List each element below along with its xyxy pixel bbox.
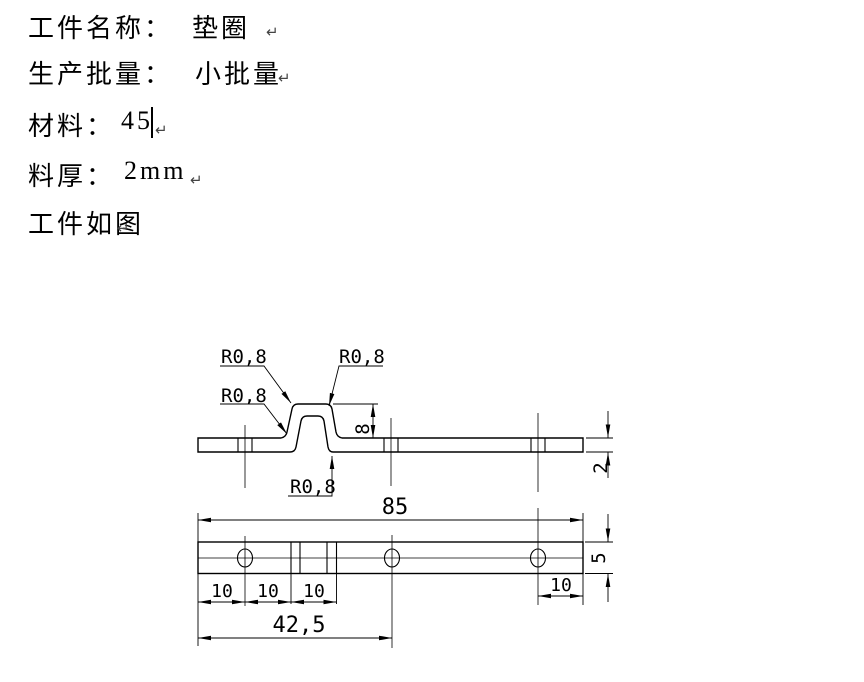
doc-line-1[interactable]: 工件名称： 垫圈 ↵ [28, 8, 279, 43]
paragraph-mark-icon: ↵ [117, 219, 130, 237]
radius-label: R0,8 [221, 346, 267, 368]
doc-line-label: 生产批量： [28, 60, 174, 89]
dim-hole-span: 42,5 [198, 613, 392, 641]
doc-line-label: 料厚： [28, 162, 116, 191]
paragraph-mark-icon: ↵ [278, 69, 291, 87]
radius-callouts: R0,8 R0,8 R0,8 R0,8 [220, 346, 385, 498]
doc-line-value: 2mm [124, 156, 187, 185]
section-view: 8 2 R0,8 R0,8 R0,8 R0,8 [197, 346, 613, 498]
dim-pitch-text: 10 [257, 581, 279, 602]
dim-hole-span-text: 42,5 [273, 613, 326, 638]
plan-boss-lines [290, 542, 338, 574]
dim-height-text: 8 [352, 423, 374, 434]
doc-line-label: 材料： [28, 112, 116, 141]
doc-line-4[interactable]: 料厚： 2mm↵ [28, 156, 203, 191]
plan-hole-centerlines [244, 508, 539, 648]
dim-right-offset-text: 10 [550, 575, 572, 596]
dim-length: 85 [198, 495, 583, 523]
dim-width: 5 [588, 514, 611, 602]
doc-line-value: 小批量 [195, 60, 283, 89]
dim-pitch-text: 10 [211, 581, 233, 602]
dim-thickness-text: 2 [590, 462, 612, 473]
dim-pitch-chain: 10 10 10 [198, 581, 337, 605]
dim-height: 8 [333, 403, 378, 438]
doc-line-3[interactable]: 材料：45↵ [28, 106, 168, 141]
doc-line-label: 工件名称： [28, 14, 174, 43]
dim-thickness: 2 [586, 411, 613, 478]
doc-line-2[interactable]: 生产批量： 小批量↵ [28, 54, 291, 89]
doc-line-5[interactable]: 工件如图↵ [28, 204, 145, 239]
doc-line-value: 45 [121, 106, 153, 135]
doc-line-label: 工件如图 [28, 210, 145, 239]
paragraph-mark-icon: ↵ [190, 171, 203, 189]
dim-right-offset: 10 [538, 575, 583, 599]
radius-label: R0,8 [221, 385, 267, 407]
dim-width-text: 5 [588, 552, 610, 563]
plan-view: 85 5 10 10 10 10 [197, 495, 613, 648]
paragraph-mark-icon: ↵ [266, 23, 279, 41]
dim-length-text: 85 [382, 495, 409, 520]
section-hole-cutouts [237, 438, 546, 452]
doc-line-value: 垫圈 [192, 14, 251, 43]
radius-label: R0,8 [290, 476, 336, 498]
paragraph-mark-icon: ↵ [155, 121, 168, 139]
section-profile [197, 403, 584, 453]
extension-lines [197, 513, 613, 646]
dim-pitch-text: 10 [303, 581, 325, 602]
text-cursor [151, 107, 153, 138]
radius-label: R0,8 [339, 346, 385, 368]
section-centerlines [244, 413, 539, 492]
